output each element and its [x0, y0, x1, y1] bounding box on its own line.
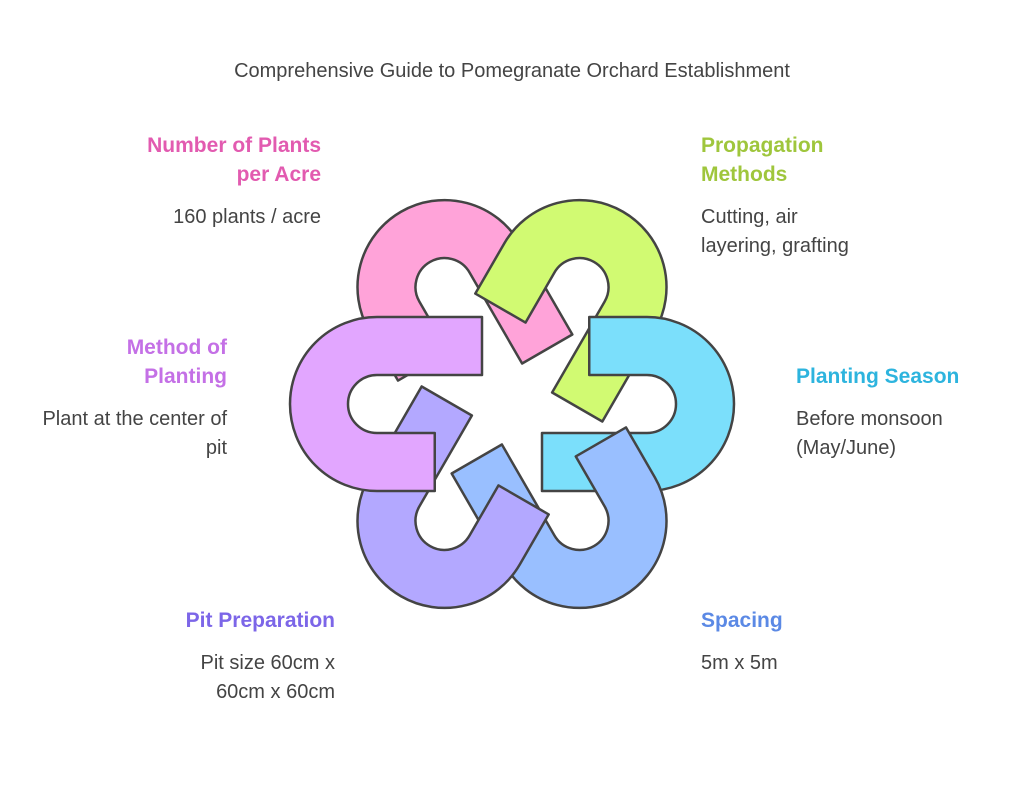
- item-spacing-heading: Spacing: [701, 606, 1001, 635]
- item-plants: Number of Plants per Acre 160 plants / a…: [1, 131, 321, 232]
- item-season: Planting Season Before monsoon (May/June…: [796, 362, 1016, 463]
- item-propagation: Propagation Methods Cutting, air layerin…: [701, 131, 1001, 261]
- loop-method: [288, 315, 484, 493]
- item-pit-heading-line: Pit Preparation: [185, 609, 335, 632]
- item-spacing: Spacing 5m x 5m: [701, 606, 1001, 678]
- item-method-description-line: pit: [205, 437, 227, 459]
- item-plants-description-line: 160 plants / acre: [173, 206, 321, 228]
- item-plants-heading-line: per Acre: [236, 163, 321, 186]
- item-spacing-heading-line: Spacing: [701, 609, 783, 632]
- item-method-description-line: Plant at the center of: [42, 408, 227, 430]
- loop-propagation: [474, 198, 668, 423]
- item-season-description: Before monsoon (May/June): [796, 405, 1016, 463]
- item-pit-description: Pit size 60cm x 60cm x 60cm: [15, 649, 335, 707]
- item-pit-heading: Pit Preparation: [15, 606, 335, 635]
- item-propagation-heading: Propagation Methods: [701, 131, 1001, 189]
- item-propagation-description-line: layering, grafting: [701, 235, 849, 257]
- page-title: Comprehensive Guide to Pomegranate Orcha…: [234, 60, 790, 82]
- item-method-description: Plant at the center of pit: [1, 405, 227, 463]
- item-pit-description-line: Pit size 60cm x: [200, 652, 335, 674]
- item-method-heading-line: Planting: [144, 365, 227, 388]
- item-season-heading: Planting Season: [796, 362, 1016, 391]
- item-propagation-heading-line: Methods: [701, 163, 788, 186]
- item-method-heading-line: Method of: [126, 336, 227, 359]
- item-propagation-description: Cutting, air layering, grafting: [701, 203, 1001, 261]
- item-propagation-heading-line: Propagation: [701, 134, 824, 157]
- item-method: Method of Planting Plant at the center o…: [1, 333, 227, 463]
- item-plants-description: 160 plants / acre: [1, 203, 321, 232]
- item-season-heading-line: Planting Season: [796, 365, 960, 388]
- item-plants-heading: Number of Plants per Acre: [1, 131, 321, 189]
- item-plants-heading-line: Number of Plants: [147, 134, 321, 157]
- item-propagation-description-line: Cutting, air: [701, 206, 798, 228]
- loop-pit: [356, 385, 550, 610]
- item-spacing-description: 5m x 5m: [701, 649, 1001, 678]
- item-pit-description-line: 60cm x 60cm: [216, 681, 335, 703]
- item-season-description-line: (May/June): [796, 437, 897, 459]
- item-season-description-line: Before monsoon: [796, 408, 943, 430]
- item-pit: Pit Preparation Pit size 60cm x 60cm x 6…: [15, 606, 335, 707]
- item-method-heading: Method of Planting: [1, 333, 227, 391]
- item-spacing-description-line: 5m x 5m: [701, 652, 778, 674]
